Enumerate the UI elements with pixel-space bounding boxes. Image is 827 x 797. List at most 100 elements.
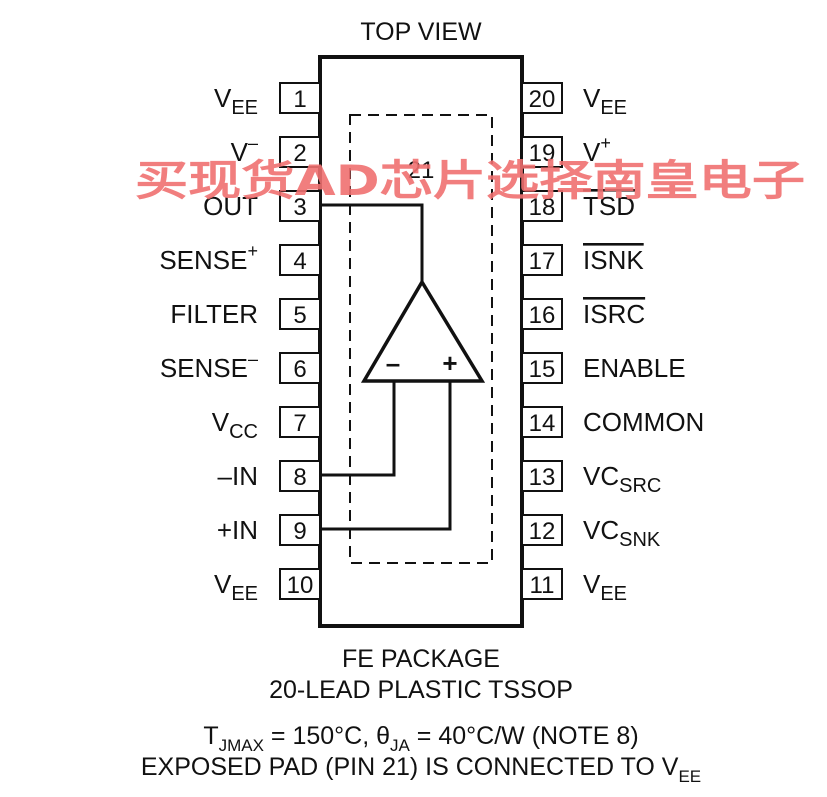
- pin-label-subscript: EE: [231, 583, 258, 605]
- pin-number: 1: [293, 86, 306, 113]
- pin-label: VCSRC: [583, 461, 661, 497]
- pin-number: 4: [293, 248, 306, 275]
- pin-label-name: –IN: [218, 461, 258, 491]
- pin-label-name: V: [583, 137, 601, 167]
- pin-number: 19: [529, 140, 556, 167]
- pin-number: 5: [293, 302, 306, 329]
- pin-number: 13: [529, 464, 556, 491]
- watermark-banner: 买现货AD芯片选择南皇电子: [135, 156, 805, 205]
- pin-box: [279, 136, 321, 168]
- pin-2: 2V–: [231, 133, 321, 168]
- pin-label-name: FILTER: [170, 299, 258, 329]
- output-wire: [320, 203, 424, 282]
- exposed-pad-pin-number: 21: [408, 157, 435, 184]
- pin-label: SENSE+: [159, 241, 258, 275]
- pin-label-name: ISRC: [583, 299, 645, 329]
- pin-box: [279, 298, 321, 330]
- pin-label-superscript: +: [600, 133, 611, 153]
- theta-subscript: JA: [390, 736, 411, 755]
- tjmax-symbol: T: [203, 722, 218, 750]
- package-name: FE PACKAGE: [342, 645, 500, 673]
- pin-number: 18: [529, 194, 556, 221]
- pin-11: 11 VEE: [521, 568, 627, 605]
- pin-label-subscript: EE: [231, 97, 258, 119]
- pin-label-name: V: [583, 83, 601, 113]
- pin-label: ISRC: [583, 299, 645, 329]
- pin-box: [521, 568, 563, 600]
- pin-box: [279, 460, 321, 492]
- pin-label: ENABLE: [583, 353, 686, 383]
- pin-1: 1 VEE: [214, 82, 321, 119]
- exposed-pad-note: EXPOSED PAD (PIN 21) IS CONNECTED TO VEE: [141, 753, 701, 786]
- pin-label-name: OUT: [203, 191, 258, 221]
- tjmax-subscript: JMAX: [219, 736, 264, 755]
- pin-label: V–: [231, 133, 258, 167]
- pin-label-superscript: –: [248, 349, 258, 369]
- pin-box: [279, 352, 321, 384]
- pin-box: [279, 190, 321, 222]
- pin-number: 14: [529, 410, 556, 437]
- pin-number: 7: [293, 410, 306, 437]
- pin-label-name: V: [214, 569, 232, 599]
- pin-label: VEE: [583, 569, 627, 605]
- opamp-triangle: [360, 278, 486, 383]
- pin-number: 6: [293, 356, 306, 383]
- pin-label-name: V: [583, 569, 601, 599]
- pin-label-name: V: [212, 407, 230, 437]
- pin-13: 13 VCSRC: [521, 460, 661, 497]
- left-pin-column: 1VEE2V–3OUT4SENSE+5FILTER6SENSE–7VCC8–IN…: [159, 82, 321, 605]
- pin-box: [521, 514, 563, 546]
- pin-20: 20 VEE: [521, 82, 627, 119]
- pin-box: [279, 82, 321, 114]
- package-body: [318, 55, 524, 628]
- exposed-pad-note-text: EXPOSED PAD (PIN 21) IS CONNECTED TO V: [141, 753, 679, 781]
- pin-box: [521, 136, 563, 168]
- pin-label-name: +IN: [217, 515, 258, 545]
- thermal-specs: TJMAX = 150°C, θJA = 40°C/W (NOTE 8): [203, 722, 638, 755]
- pin-label: TSD: [583, 191, 635, 221]
- pin-label-name: ISNK: [583, 245, 644, 275]
- pin-label: VCSNK: [583, 515, 661, 551]
- pin-label: COMMON: [583, 407, 704, 437]
- exposed-pad-outline: [349, 114, 493, 564]
- pin-label-name: V: [214, 83, 232, 113]
- pin-3: 3 OUT: [203, 190, 321, 222]
- pin-number: 3: [293, 194, 306, 221]
- pin-label-superscript: –: [248, 133, 258, 153]
- theta-value: = 40°C/W (NOTE 8): [410, 722, 639, 750]
- pin-number: 16: [529, 302, 556, 329]
- pin-label: VEE: [214, 83, 258, 119]
- pin-label-subscript: SNK: [619, 529, 661, 551]
- pin-label-name: SENSE: [160, 353, 248, 383]
- pin-box: [521, 298, 563, 330]
- pin-label-subscript: EE: [600, 583, 627, 605]
- pin-label-name: V: [231, 137, 249, 167]
- pin-label: +IN: [217, 515, 258, 545]
- inverting-input-wire: [320, 381, 396, 477]
- pin-8: 8–IN: [218, 460, 321, 492]
- pin-box: [521, 406, 563, 438]
- pin-box: [521, 82, 563, 114]
- pin-14: 14 COMMON: [521, 406, 704, 438]
- pin-label-name: COMMON: [583, 407, 704, 437]
- pin-number: 20: [529, 86, 556, 113]
- pin-label-name: SENSE: [159, 245, 247, 275]
- pin-label: VEE: [583, 83, 627, 119]
- pin-7: 7 VCC: [212, 406, 321, 443]
- pin-label: OUT: [203, 191, 258, 221]
- pin-4: 4 SENSE+: [159, 241, 321, 276]
- opamp-symbol: – +: [320, 203, 486, 531]
- pin-6: 6 SENSE–: [160, 349, 321, 384]
- pin-box: [521, 352, 563, 384]
- pin-number: 9: [293, 518, 306, 545]
- pin-label: VCC: [212, 407, 258, 443]
- diagram-title: TOP VIEW: [360, 18, 482, 46]
- pin-label-subscript: EE: [600, 97, 627, 119]
- pin-number: 11: [530, 572, 555, 599]
- pin-label-subscript: SRC: [619, 475, 661, 497]
